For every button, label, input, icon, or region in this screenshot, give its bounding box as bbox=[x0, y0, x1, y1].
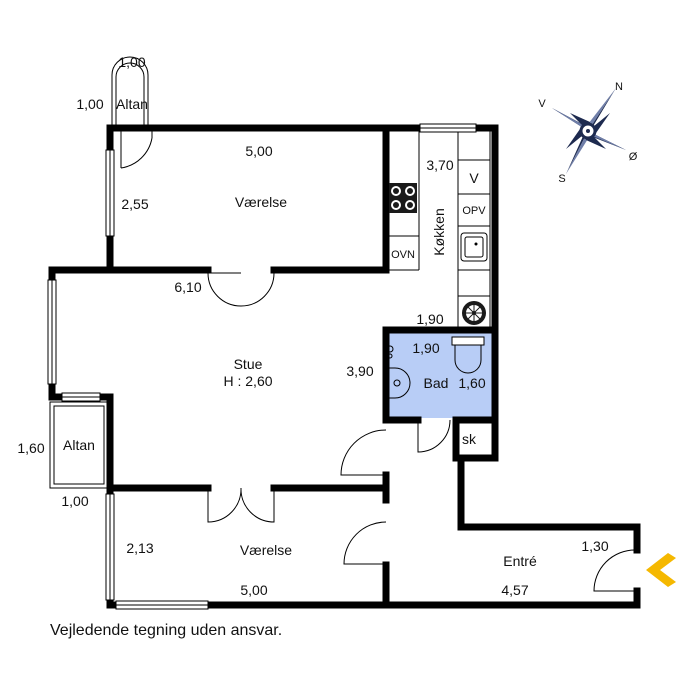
room-label-vaerelse-bottom: Værelse bbox=[240, 542, 292, 558]
windows bbox=[47, 123, 477, 610]
dishwasher-label: OPV bbox=[462, 205, 486, 217]
dim-entre-width: 4,57 bbox=[501, 582, 528, 598]
room-label-vaerelse-top: Værelse bbox=[235, 194, 287, 210]
washer-label: V bbox=[469, 170, 479, 186]
dim-stue-height: 3,90 bbox=[346, 363, 373, 379]
dim-vaerelse-bottom-height: 2,13 bbox=[126, 540, 153, 556]
room-label-sk: sk bbox=[462, 431, 477, 447]
dim-vaerelse-bottom-width: 5,00 bbox=[240, 582, 267, 598]
compass-south: S bbox=[558, 173, 565, 185]
dim-vaerelse-top-height: 2,55 bbox=[121, 196, 148, 212]
room-label-bad: Bad bbox=[424, 375, 449, 391]
dim-entre-height: 1,30 bbox=[581, 538, 608, 554]
dim-altan-left-height: 1,60 bbox=[17, 440, 44, 456]
balcony-top bbox=[111, 56, 149, 125]
room-label-stue: Stue bbox=[234, 356, 263, 372]
dim-altan-top-height: 1,00 bbox=[76, 96, 103, 112]
dim-bad-width: 1,90 bbox=[412, 340, 439, 356]
oven-label: OVN bbox=[391, 249, 415, 261]
room-label-altan-top: Altan bbox=[116, 96, 148, 112]
room-height-stue: H : 2,60 bbox=[223, 373, 272, 389]
shower-icon bbox=[386, 345, 394, 359]
fan-icon bbox=[462, 301, 486, 325]
dim-stue-width: 6,10 bbox=[174, 279, 201, 295]
room-label-altan-left: Altan bbox=[63, 437, 95, 453]
compass-west: V bbox=[538, 98, 546, 110]
doors bbox=[120, 131, 636, 592]
kitchen-counter bbox=[386, 131, 491, 330]
dim-koekken-height: 3,70 bbox=[426, 157, 453, 173]
compass-rose-icon bbox=[552, 88, 626, 174]
dim-altan-top-width: 1,00 bbox=[118, 54, 145, 70]
walls bbox=[48, 124, 641, 609]
compass-north: N bbox=[615, 81, 623, 93]
entrance-arrow-icon bbox=[646, 553, 676, 587]
dim-altan-left-width: 1,00 bbox=[61, 493, 88, 509]
cooktop bbox=[389, 183, 417, 213]
bathroom-floor bbox=[386, 333, 492, 418]
room-label-koekken: Køkken bbox=[431, 208, 447, 255]
compass-east: Ø bbox=[629, 151, 638, 163]
dim-koekken-width: 1,90 bbox=[416, 311, 443, 327]
room-label-entre: Entré bbox=[503, 553, 537, 569]
dim-vaerelse-top-width: 5,00 bbox=[245, 143, 272, 159]
disclaimer-text: Vejledende tegning uden ansvar. bbox=[50, 622, 283, 639]
washbasin-icon bbox=[389, 367, 411, 399]
sink-icon bbox=[460, 232, 488, 262]
dim-bad-height: 1,60 bbox=[458, 375, 485, 391]
balcony-left bbox=[49, 401, 109, 489]
toilet-icon bbox=[451, 336, 485, 374]
